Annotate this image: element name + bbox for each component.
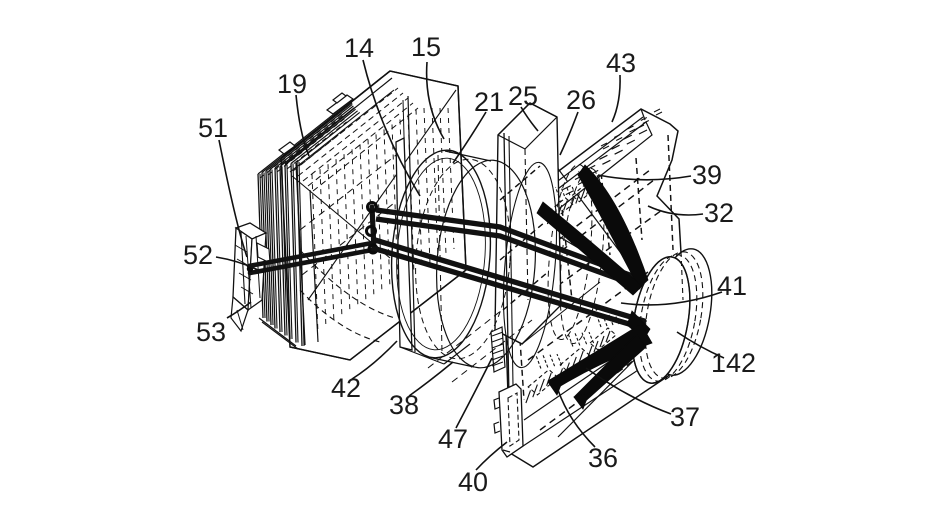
svg-text:52: 52: [183, 240, 213, 270]
svg-text:42: 42: [331, 373, 361, 403]
svg-text:25: 25: [508, 81, 538, 111]
svg-text:39: 39: [692, 160, 722, 190]
svg-text:51: 51: [198, 113, 228, 143]
svg-text:37: 37: [670, 402, 700, 432]
svg-text:41: 41: [717, 271, 747, 301]
svg-text:14: 14: [344, 33, 374, 63]
svg-text:32: 32: [704, 198, 734, 228]
svg-text:21: 21: [474, 87, 504, 117]
svg-text:36: 36: [588, 443, 618, 473]
svg-text:53: 53: [196, 317, 226, 347]
svg-text:26: 26: [566, 85, 596, 115]
svg-text:43: 43: [606, 48, 636, 78]
svg-text:38: 38: [389, 390, 419, 420]
svg-text:47: 47: [438, 424, 468, 454]
svg-text:19: 19: [277, 69, 307, 99]
svg-text:142: 142: [711, 348, 756, 378]
svg-text:15: 15: [411, 32, 441, 62]
svg-text:40: 40: [458, 467, 488, 497]
